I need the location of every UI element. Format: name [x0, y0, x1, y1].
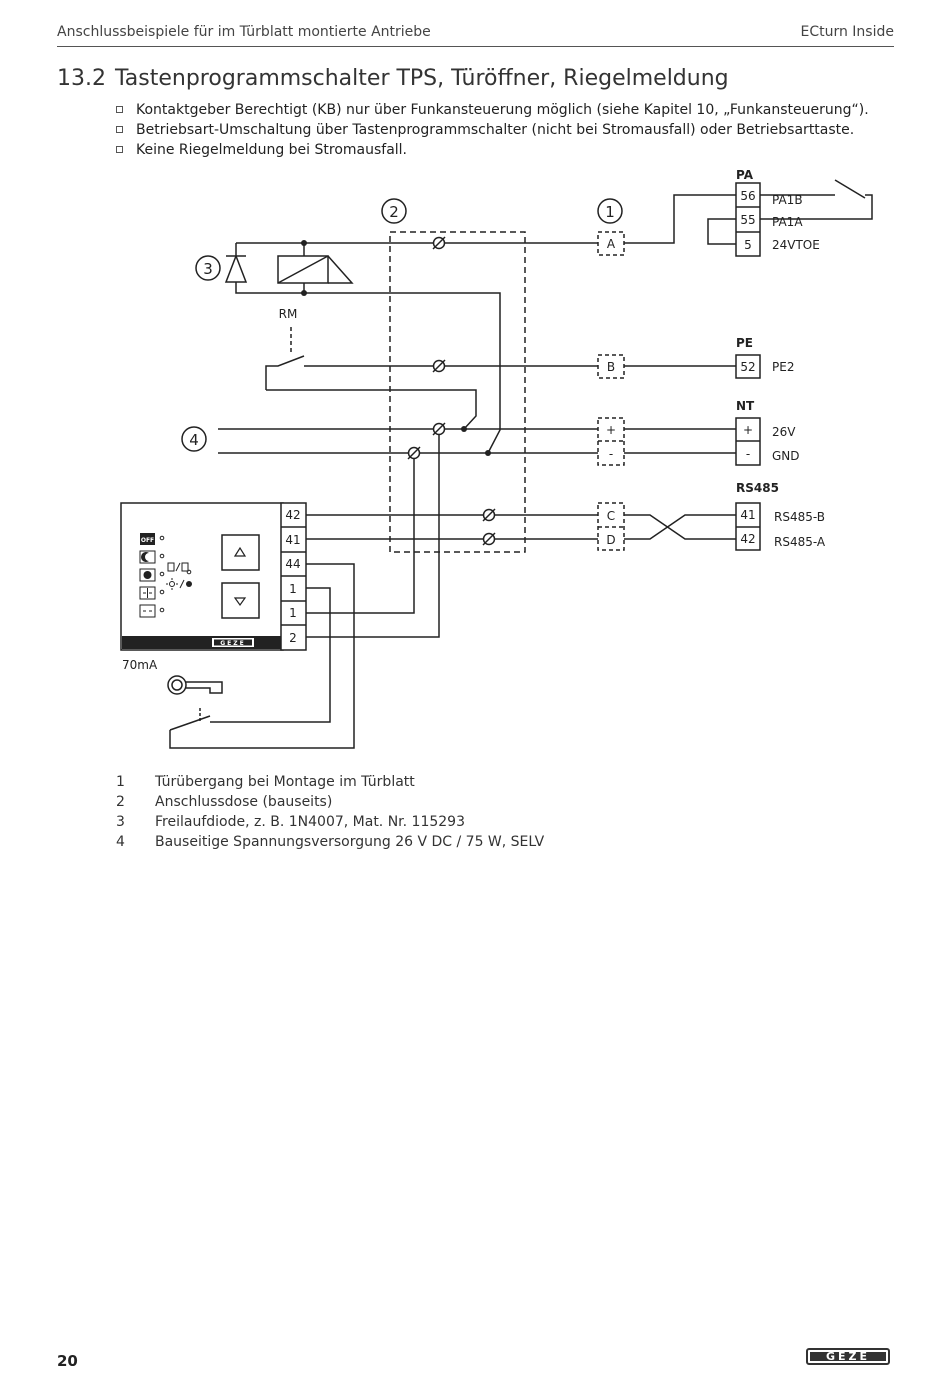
tps-down-button: [221, 582, 260, 619]
plug-terminal-label: C: [607, 509, 615, 523]
nt-terminal: -: [746, 447, 750, 461]
bullet-square-icon: [116, 106, 123, 113]
callout-2-label: 2: [389, 203, 399, 221]
rs485-terminal: 41: [740, 508, 755, 522]
bullet-square-icon: [116, 126, 123, 133]
freewheel-diode-icon: [224, 253, 248, 283]
tps-terminal-label: 44: [285, 557, 300, 571]
wires: [169, 179, 873, 749]
bullet-square-icon: [116, 146, 123, 153]
callout-1: [597, 198, 623, 224]
page-header: Anschlussbeispiele für im Türblatt monti…: [57, 24, 894, 47]
bullet-item: Keine Riegelmeldung bei Stromausfall.: [116, 140, 869, 160]
group-title-rs485: RS485: [736, 481, 779, 495]
junction-box-outline: [389, 231, 526, 553]
callout-markers: [181, 198, 623, 452]
key-switch-icon: [167, 675, 223, 695]
plug-terminal-label: +: [606, 423, 616, 437]
callout-1-label: 1: [605, 203, 615, 221]
tps-terminal-label: 1: [289, 606, 297, 620]
junction-dots: [301, 240, 491, 456]
tps-terminal-label: 2: [289, 631, 297, 645]
callout-3: [195, 255, 221, 281]
nt-signal-label: GND: [772, 449, 800, 463]
pa-signal-label: 24VTOE: [772, 238, 820, 252]
off-mode-icon: [140, 533, 155, 545]
page-number: 20: [57, 1352, 78, 1370]
nt-terminal: +: [743, 423, 753, 437]
header-chapter-title: Anschlussbeispiele für im Türblatt monti…: [57, 24, 431, 40]
bullet-item: Betriebsart-Umschaltung über Tastenprogr…: [116, 120, 869, 140]
callout-2: [381, 198, 407, 224]
rs485-terminal: 42: [740, 532, 755, 546]
callout-4-label: 4: [189, 431, 199, 449]
tps-brand-label: GEZE: [220, 640, 245, 647]
status-indicator-icon: [166, 562, 192, 590]
relay-coil-icon: [277, 255, 354, 284]
pa-terminal: 56: [740, 189, 755, 203]
header-product-name: ECturn Inside: [800, 24, 894, 40]
nt-signal-label: 26V: [772, 425, 796, 439]
terminal-screw-symbols: [407, 236, 496, 546]
pe-terminal: 52: [740, 360, 755, 374]
night-mode-icon: [139, 550, 156, 564]
rs485-signal-label: RS485-B: [774, 510, 825, 524]
rm-label: RM: [279, 307, 298, 321]
pe-signal-label: PE2: [772, 360, 794, 374]
tps-terminal-label: 41: [285, 533, 300, 547]
tps-up-button: [221, 534, 260, 571]
callout-4: [181, 426, 207, 452]
pa-terminal: 55: [740, 213, 755, 227]
current-label: 70mA: [122, 658, 158, 672]
section-heading: 13.2 Tastenprogrammschalter TPS, Türöffne…: [57, 66, 729, 91]
transition-plug: [597, 231, 625, 551]
section-title: Tastenprogrammschalter TPS, Türöffner, R…: [115, 66, 729, 91]
plug-terminal-label: A: [607, 237, 616, 251]
tps-terminal-label: 1: [289, 582, 297, 596]
exit-mode-icon: [139, 568, 156, 582]
section-number: 13.2: [57, 66, 106, 91]
pa-signal-label: PA1A: [772, 215, 803, 229]
group-title-nt: NT: [736, 399, 755, 413]
plug-terminal-label: B: [607, 360, 615, 374]
open-mode-icon: [139, 604, 156, 618]
tps-terminal-strip: [280, 502, 307, 651]
program-switch-panel: GEZE OFF: [120, 502, 284, 651]
group-title-pe: PE: [736, 336, 753, 350]
bullet-list: Kontaktgeber Berechtigt (KB) nur über Fu…: [116, 100, 869, 160]
pa-signal-label: PA1B: [772, 193, 803, 207]
plug-terminal-label: -: [609, 447, 613, 461]
svg-text:OFF: OFF: [141, 537, 154, 544]
rs485-signal-label: RS485-A: [774, 535, 826, 549]
auto-mode-icon: [139, 586, 156, 600]
pa-terminal: 5: [744, 238, 752, 252]
control-terminal-blocks: [735, 182, 761, 551]
tps-terminal-label: 42: [285, 508, 300, 522]
callout-3-label: 3: [203, 260, 213, 278]
bullet-item: Kontaktgeber Berechtigt (KB) nur über Fu…: [116, 100, 869, 120]
geze-logo: GEZE: [806, 1348, 890, 1365]
group-title-pa: PA: [736, 168, 754, 182]
plug-terminal-label: D: [606, 533, 615, 547]
